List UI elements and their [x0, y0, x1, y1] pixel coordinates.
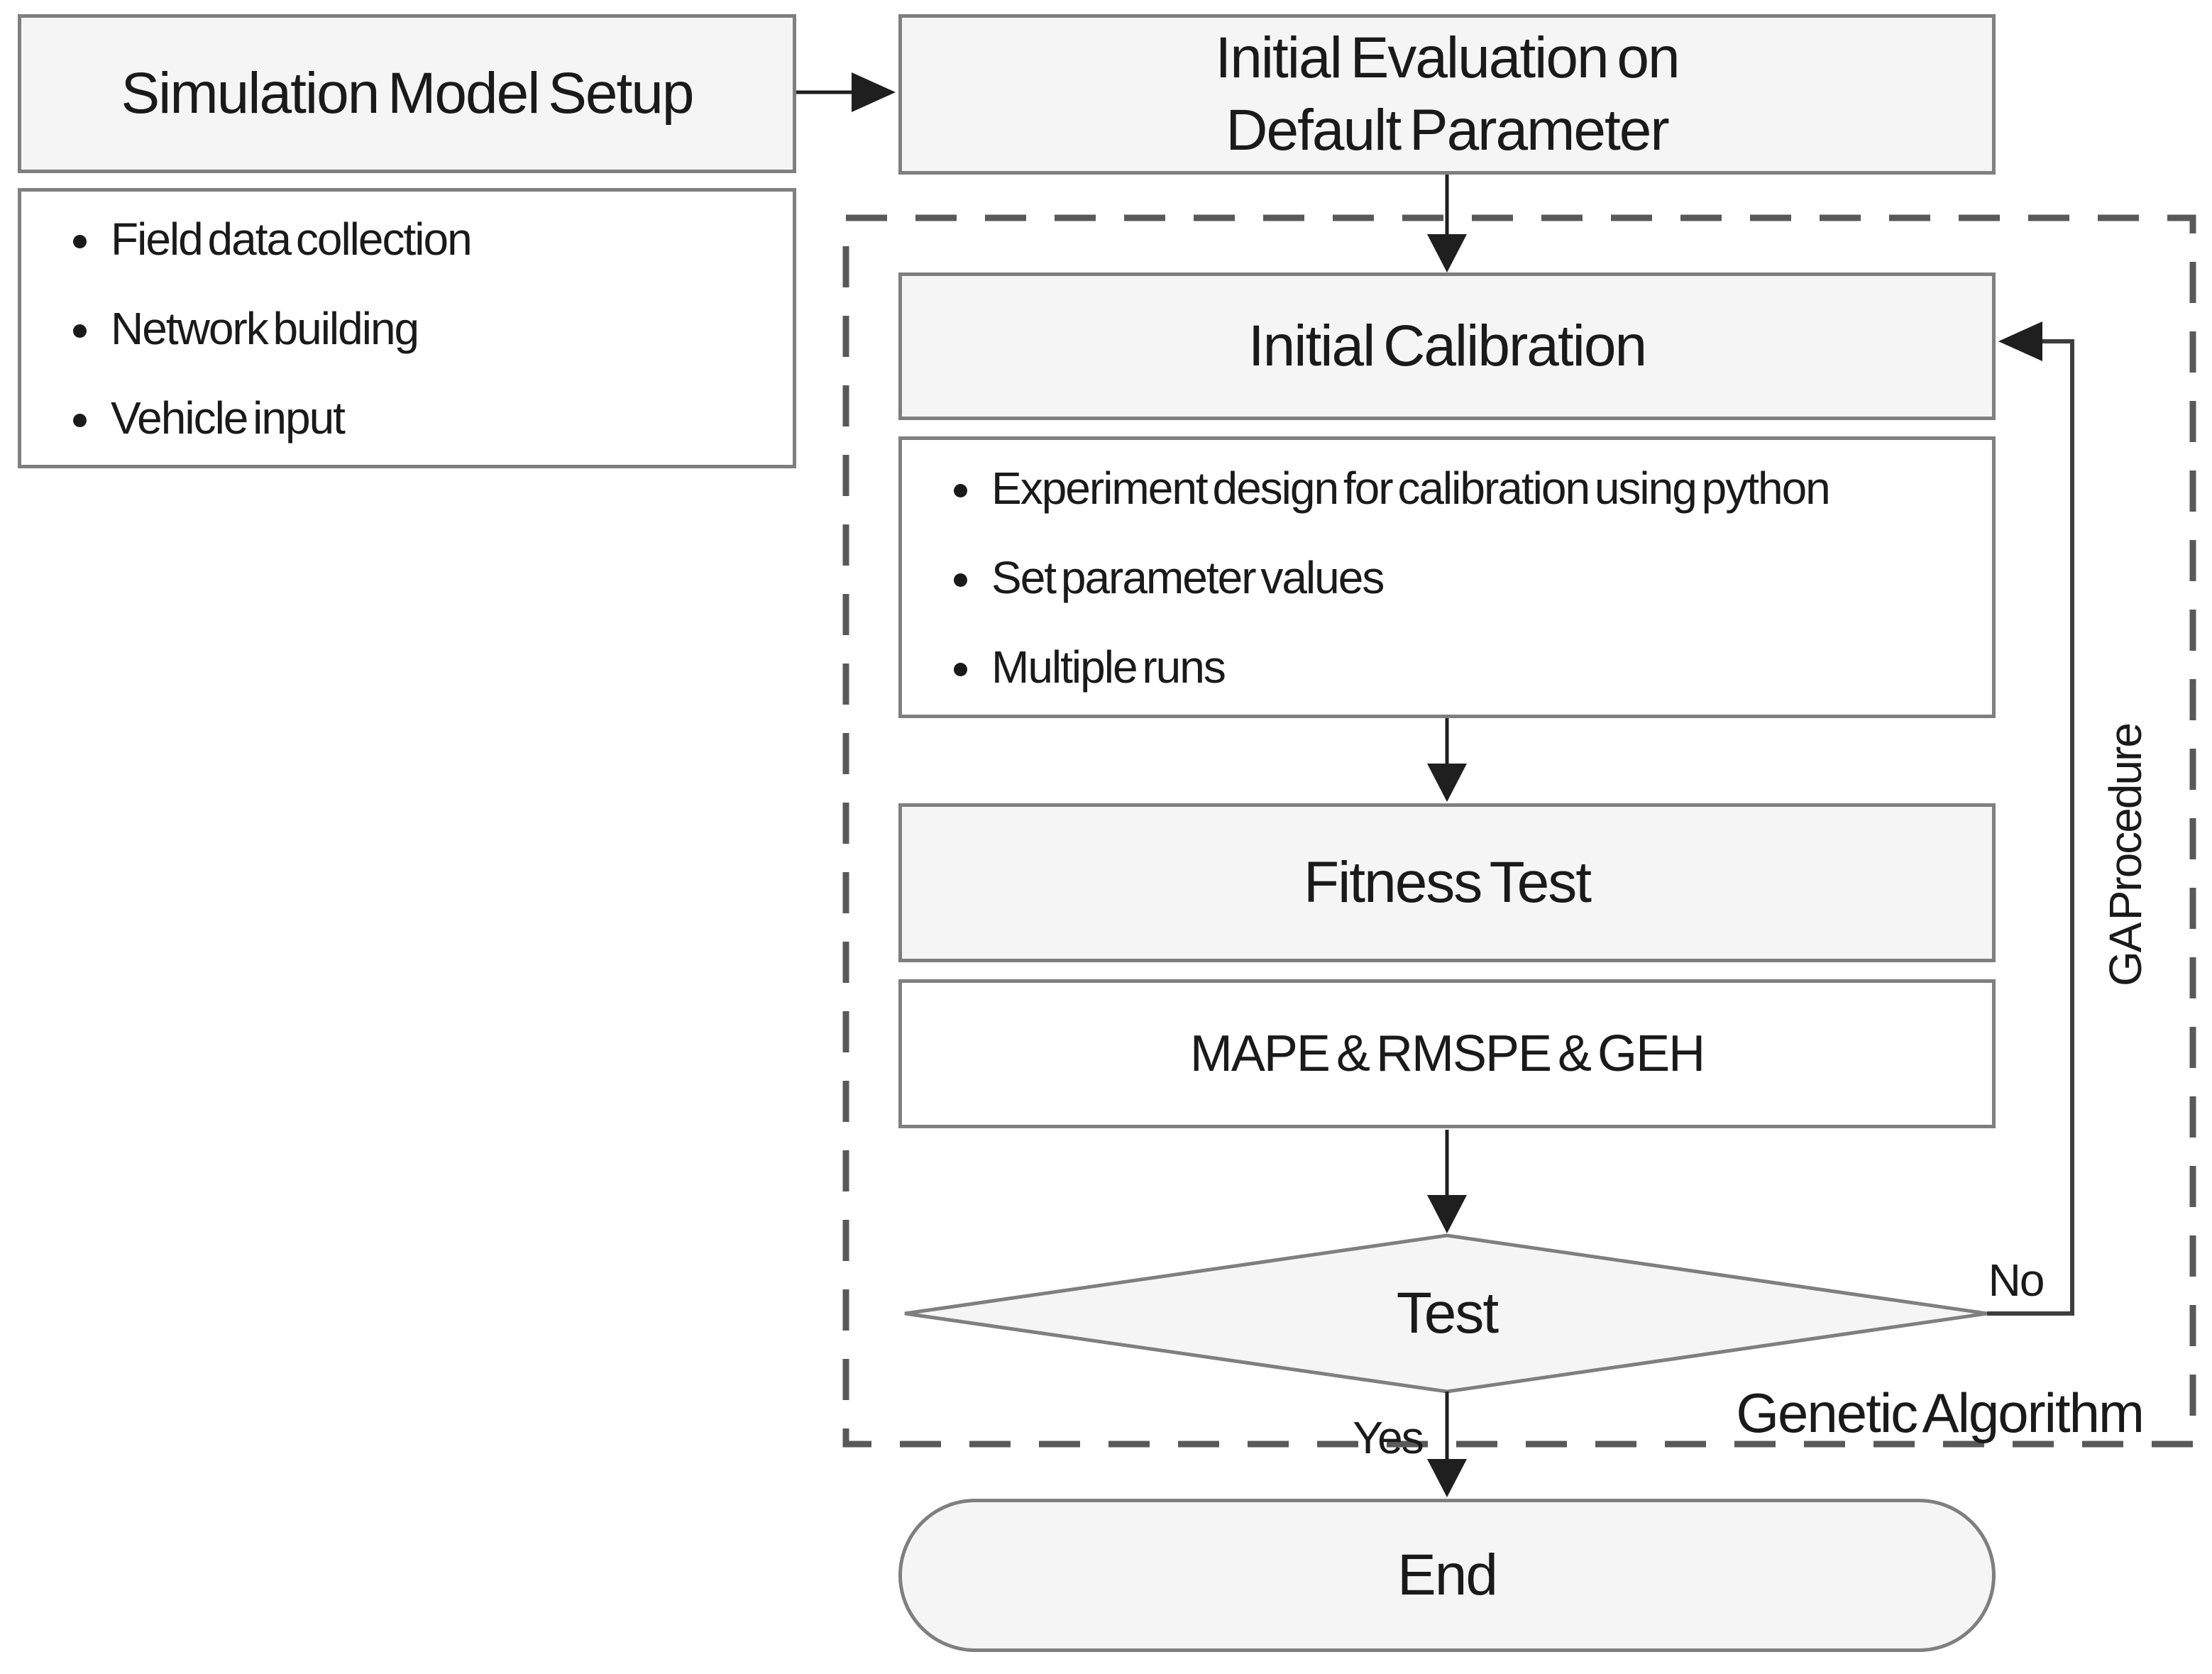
bullet-item: Experiment design for calibration using …	[986, 462, 1978, 514]
initial-calibration-node: Initial Calibration	[898, 272, 1996, 420]
feedback-no-loop-head	[1998, 321, 2042, 361]
ga-procedure-region-label: GA Procedure	[2100, 724, 2151, 986]
genetic-algorithm-region-label: Genetic Algorithm	[1736, 1382, 2145, 1444]
test-decision-label: Test	[1396, 1281, 1499, 1345]
simulation-model-setup-label: Simulation Model Setup	[121, 60, 694, 126]
initial-evaluation-label-line1: Initial Evaluation on	[1215, 25, 1680, 90]
test-decision-node: Test	[898, 1235, 1996, 1392]
fitness-metrics-label: MAPE & RMSPE & GEH	[1189, 1025, 1705, 1082]
genetic-algorithm-boundary	[842, 214, 2196, 1448]
fitness-test-node: Fitness Test	[898, 803, 1996, 962]
bullet-item: Multiple runs	[986, 641, 1978, 693]
bullet-item: Field data collection	[105, 213, 778, 265]
arrow-details-to-fitness-head	[1427, 764, 1467, 802]
feedback-no-loop-line	[1987, 339, 2074, 1316]
calibration-details-node: Experiment design for calibration using …	[898, 436, 1996, 718]
bullet-item: Network building	[105, 302, 778, 355]
end-node: End	[898, 1499, 1996, 1652]
fitness-metrics-node: MAPE & RMSPE & GEH	[898, 979, 1996, 1128]
calibration-details-list: Experiment design for calibration using …	[902, 440, 1992, 715]
initial-evaluation-node: Initial Evaluation on Default Parameter	[898, 14, 1996, 175]
edge-label-yes: Yes	[1353, 1412, 1424, 1463]
bullet-item: Vehicle input	[105, 392, 778, 444]
simulation-model-setup-node: Simulation Model Setup	[18, 14, 796, 173]
arrow-test-to-end-head	[1427, 1459, 1467, 1497]
initial-calibration-label: Initial Calibration	[1248, 313, 1647, 378]
fitness-test-label: Fitness Test	[1304, 849, 1592, 915]
arrow-setup-to-evaluation-head	[852, 72, 896, 112]
arrow-metrics-to-test-head	[1427, 1195, 1467, 1233]
setup-details-node: Field data collection Network building V…	[18, 188, 796, 468]
edge-label-no: No	[1988, 1255, 2045, 1306]
end-label: End	[1397, 1542, 1498, 1607]
arrow-evaluation-to-calibration-head	[1427, 234, 1467, 272]
setup-details-list: Field data collection Network building V…	[21, 192, 793, 465]
initial-evaluation-label-line2: Default Parameter	[1226, 98, 1669, 163]
bullet-item: Set parameter values	[986, 551, 1978, 604]
